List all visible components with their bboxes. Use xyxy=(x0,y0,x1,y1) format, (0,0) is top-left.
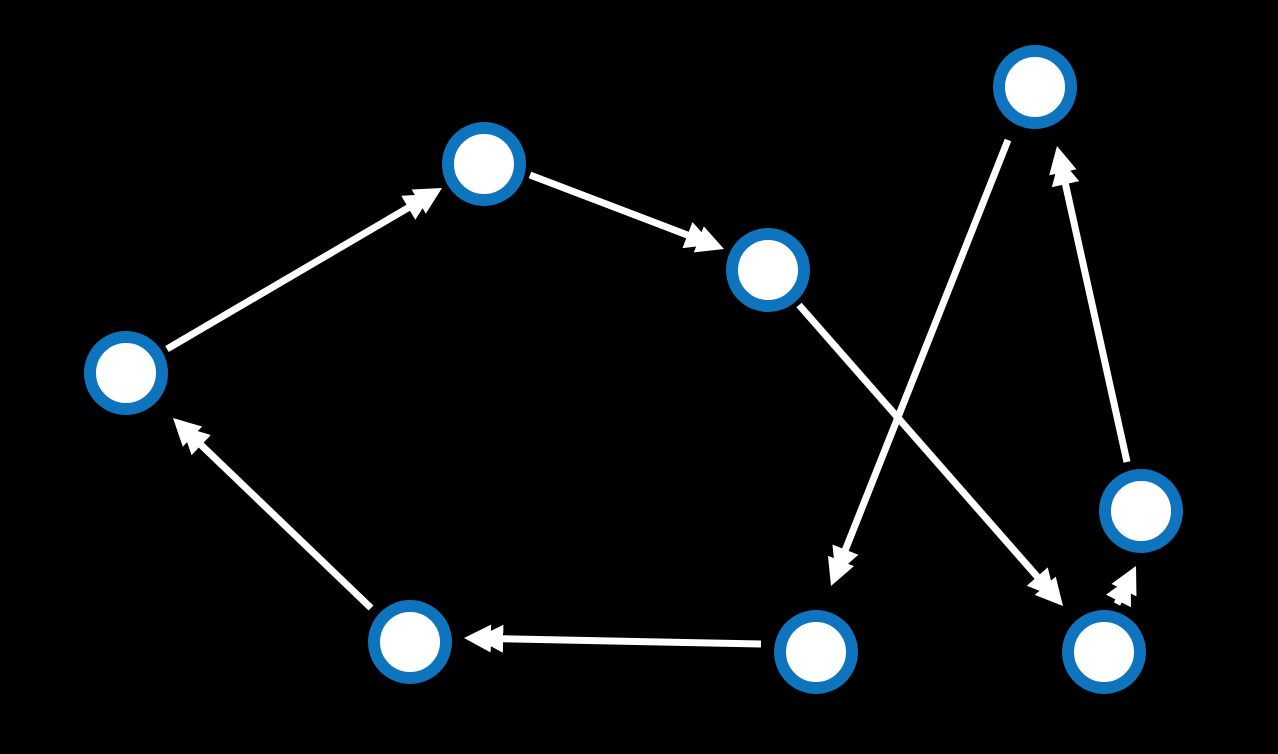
graph-edge-n3-n8 xyxy=(796,302,1058,600)
graph-edge-n7-n6 xyxy=(476,624,762,653)
bottom-middle-node xyxy=(774,610,858,694)
edges-layer xyxy=(165,138,1137,653)
bottom-left-node xyxy=(368,600,452,684)
right-node xyxy=(1099,469,1183,553)
graph-edge-n2-n3 xyxy=(528,171,714,249)
left-node xyxy=(84,331,168,415)
graph-edge-n8-n5 xyxy=(1105,575,1134,608)
top-right-node xyxy=(993,45,1077,129)
top-middle-node xyxy=(442,122,526,206)
graph-edge-n5-n4 xyxy=(1051,157,1131,463)
nodes-layer xyxy=(84,45,1183,694)
graph-edge-n1-n2 xyxy=(165,191,434,353)
graph-edge-n4-n7 xyxy=(832,138,1012,576)
middle-node xyxy=(726,228,810,312)
bottom-right-node xyxy=(1062,610,1146,694)
graph-edge-n6-n1 xyxy=(179,423,374,611)
